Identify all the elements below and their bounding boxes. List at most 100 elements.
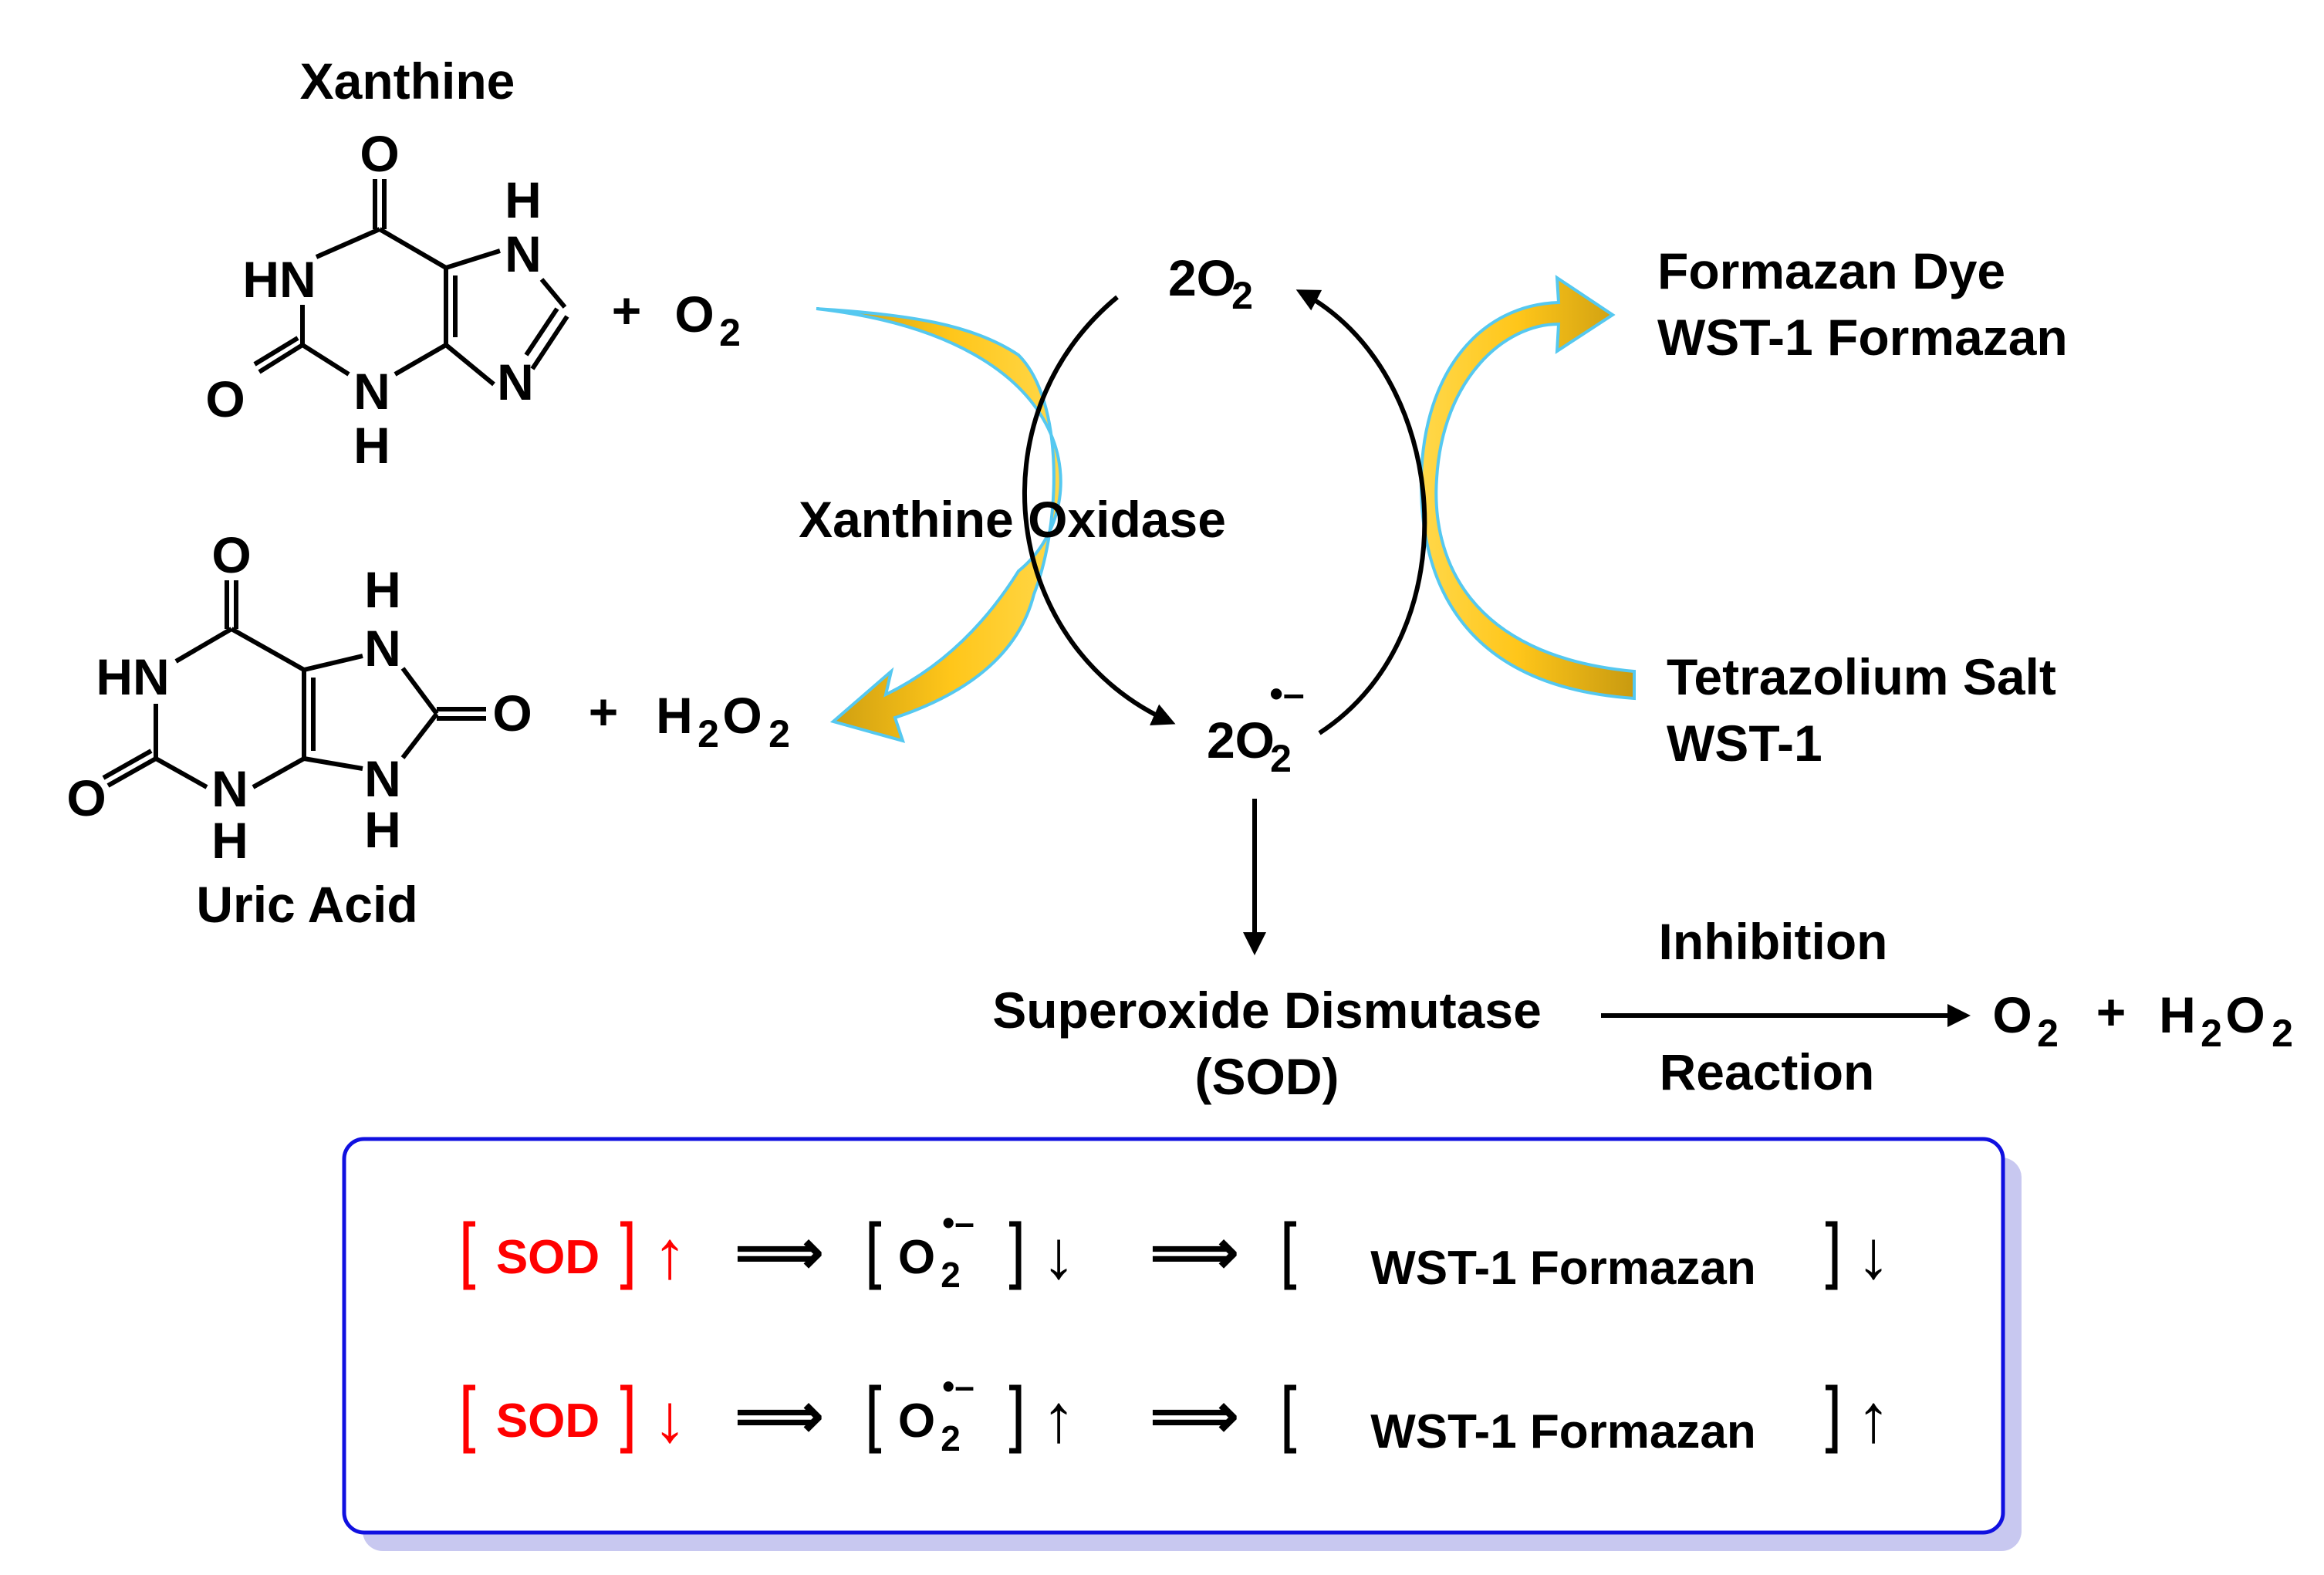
superoxide-sub: 2 (941, 1418, 961, 1458)
bracket-close (1009, 1384, 1022, 1454)
uric-o8: O (492, 684, 532, 742)
summary-box (342, 1137, 2022, 1551)
uric-h7: H (364, 561, 401, 618)
products-o2-h2o2: O 2 + H 2 O 2 (1992, 983, 2293, 1055)
formazan-line2: WST-1 Formazan (1657, 309, 2068, 366)
plus-sign: + (612, 282, 642, 339)
uric-o2: O (66, 769, 106, 826)
sod-trend-arrow: ↓ (653, 1380, 687, 1456)
xanthine-name: Xanthine (300, 52, 515, 110)
bracket-close (620, 1221, 633, 1290)
o-atom: O (722, 687, 762, 744)
xanthine-n7: N (505, 225, 542, 282)
sod-abbrev: SOD (496, 1231, 600, 1284)
superoxide-base: O (898, 1231, 935, 1284)
formazan-line1: Formazan Dye (1657, 242, 2005, 299)
cycle-bottom-sub: 2 (1270, 737, 1292, 780)
cycle-bottom-superoxide: 2O 2 •– (1207, 672, 1305, 780)
xanthine-n9: N (497, 353, 534, 411)
implies-symbol: ⟹ (735, 1381, 824, 1450)
uric-h9: H (364, 801, 401, 858)
inhibition-reaction: Inhibition Reaction (1601, 913, 1971, 1100)
left-curved-arrow-icon (816, 307, 1062, 743)
sod-trend-arrow: ↑ (653, 1216, 687, 1293)
wst-formazan-text: WST-1 Formazan (1370, 1242, 1756, 1295)
superoxide-sup: •– (942, 1366, 975, 1406)
xanthine-o2: O (205, 370, 245, 428)
uric-h3: H (211, 812, 248, 869)
tetrazolium-line1: Tetrazolium Salt (1667, 648, 2056, 705)
bracket-close (1826, 1221, 1838, 1290)
bracket-close (620, 1384, 633, 1454)
uric-acid-name: Uric Acid (196, 876, 417, 933)
cycle-bottom-sup: •– (1269, 672, 1304, 715)
tetrazolium-salt-label: Tetrazolium Salt WST-1 (1667, 648, 2056, 772)
bracket-close (1009, 1221, 1022, 1290)
uric-n3: N (211, 760, 248, 817)
cycle-top-sub: 2 (1231, 274, 1253, 317)
bracket-open (463, 1221, 475, 1290)
tetrazolium-line2: WST-1 (1667, 715, 1822, 772)
cycle-arrows (1022, 289, 1427, 735)
reaction-label: Reaction (1660, 1043, 1875, 1100)
right-curved-arrow-icon (1419, 275, 1636, 701)
superoxide-trend-arrow: ↑ (1042, 1380, 1076, 1456)
superoxide-sup: •– (942, 1202, 975, 1242)
uric-n7: N (364, 620, 401, 677)
o2-subscript: 2 (768, 712, 790, 755)
prod-h: H (2159, 986, 2196, 1043)
superoxide-sub: 2 (941, 1255, 961, 1295)
implies-symbol: ⟹ (1150, 1381, 1239, 1450)
uric-o-top: O (211, 526, 251, 583)
bracket-open (463, 1384, 475, 1454)
sod-abbrev: SOD (496, 1394, 600, 1448)
sod-line1: Superoxide Dismutase (992, 982, 1542, 1039)
sod-label: Superoxide Dismutase (SOD) (992, 982, 1542, 1105)
h-atom: H (656, 687, 693, 744)
xanthine-n3: N (353, 363, 390, 420)
cycle-top-2o2: 2O 2 (1168, 249, 1253, 317)
reagent-plus-h2o2: + H 2 O 2 (589, 683, 790, 755)
o2-base: O (674, 286, 714, 343)
wst-trend-arrow: ↓ (1856, 1216, 1890, 1293)
prod-plus: + (2096, 983, 2126, 1040)
formazan-dye-label: Formazan Dye WST-1 Formazan (1657, 242, 2068, 366)
implies-symbol: ⟹ (735, 1218, 824, 1286)
xanthine-oxidase-label: Xanthine Oxidase (799, 491, 1226, 548)
plus-sign: + (589, 683, 619, 740)
xanthine-o-top: O (360, 125, 399, 182)
inhibition-label: Inhibition (1659, 913, 1888, 970)
wst-formazan-text: WST-1 Formazan (1370, 1405, 1756, 1458)
cycle-bottom-coef: 2O (1207, 711, 1275, 769)
xanthine-h3: H (353, 417, 390, 474)
summary-box-frame (342, 1137, 2005, 1535)
xanthine-h7: H (505, 171, 542, 228)
uric-hn1: HN (96, 648, 169, 705)
bracket-open (869, 1384, 881, 1454)
o2-subscript: 2 (719, 311, 741, 354)
bracket-open (1284, 1221, 1296, 1290)
wst-trend-arrow: ↑ (1856, 1380, 1890, 1456)
xanthine-structure: Xanthine O H N HN O N H N (205, 52, 569, 474)
sod-line2: (SOD) (1195, 1048, 1339, 1105)
cycle-top-coef: 2O (1168, 249, 1236, 306)
prod-sub1: 2 (2037, 1012, 2059, 1055)
h2-subscript: 2 (698, 712, 719, 755)
bracket-open (1284, 1384, 1296, 1454)
bracket-close (1826, 1384, 1838, 1454)
prod-sub2: 2 (2201, 1012, 2222, 1055)
superoxide-base: O (898, 1394, 935, 1448)
implies-symbol: ⟹ (1150, 1218, 1239, 1286)
uric-acid-structure: O HN O N H H N N H O Uric Acid (66, 526, 532, 933)
superoxide-trend-arrow: ↓ (1042, 1216, 1076, 1293)
uric-n9: N (364, 750, 401, 807)
prod-o2: O (2225, 986, 2265, 1043)
prod-sub3: 2 (2272, 1012, 2293, 1055)
xanthine-hn1: HN (242, 251, 316, 308)
prod-o: O (1992, 986, 2032, 1043)
bracket-open (869, 1221, 881, 1290)
